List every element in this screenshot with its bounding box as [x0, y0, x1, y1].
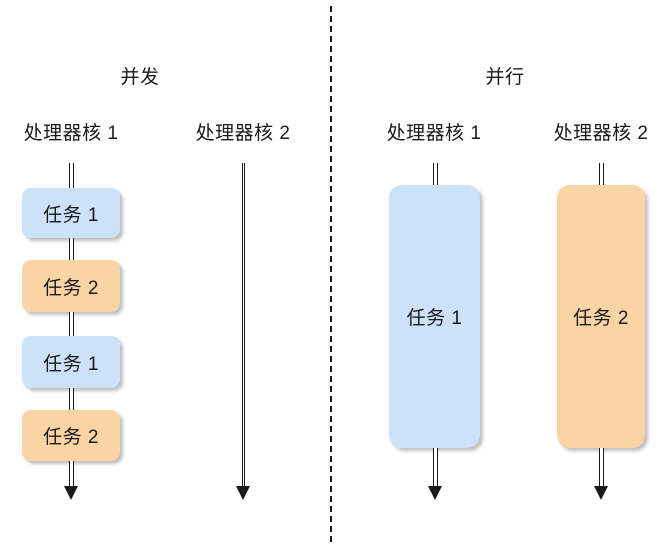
left-core-1-task-label-4: 任务 2 [43, 427, 99, 448]
left-core-2-arrow-line [242, 163, 245, 488]
left-core-1-arrow-line [69, 461, 74, 488]
left-core-1-connector-2 [69, 312, 74, 336]
right-core-2-task-label-1: 任务 2 [573, 308, 629, 329]
left-core-1-connector-3 [69, 388, 74, 410]
right-core-2-arrow-line [599, 448, 604, 488]
right-core-1-arrow-head [428, 486, 442, 500]
left-core-1-task-box-2[interactable]: 任务 2 [22, 260, 120, 312]
right-core-1-stub-line [433, 163, 438, 185]
left-core-2-label: 处理器核 2 [195, 123, 291, 144]
right-core-2-stub-line [599, 163, 604, 185]
section-title-concurrency: 并发 [120, 67, 160, 88]
left-core-1-task-box-4[interactable]: 任务 2 [22, 410, 120, 461]
left-core-1-arrow-head [64, 486, 78, 500]
right-core-2-label: 处理器核 2 [553, 123, 649, 144]
right-core-1-task-label-1: 任务 1 [406, 308, 463, 329]
left-core-1-connector-1 [69, 238, 74, 260]
left-core-1-task-label-1: 任务 1 [43, 204, 99, 226]
panel-divider [330, 6, 332, 542]
right-core-1-label: 处理器核 1 [386, 123, 482, 144]
left-core-1-task-box-3[interactable]: 任务 1 [22, 336, 120, 388]
right-core-1-task-box-1[interactable]: 任务 1 [389, 185, 480, 448]
section-title-parallelism: 并行 [485, 67, 525, 88]
left-core-2-arrow-head [236, 486, 250, 500]
left-core-1-task-label-3: 任务 1 [43, 353, 99, 375]
left-core-1-task-box-1[interactable]: 任务 1 [22, 188, 120, 238]
left-core-1-stub-line [69, 163, 74, 188]
right-core-2-task-box-1[interactable]: 任务 2 [557, 185, 645, 448]
right-core-2-arrow-head [594, 486, 608, 500]
left-core-1-label: 处理器核 1 [23, 123, 119, 144]
right-core-1-arrow-line [433, 448, 438, 488]
left-core-1-task-label-2: 任务 2 [43, 277, 99, 299]
